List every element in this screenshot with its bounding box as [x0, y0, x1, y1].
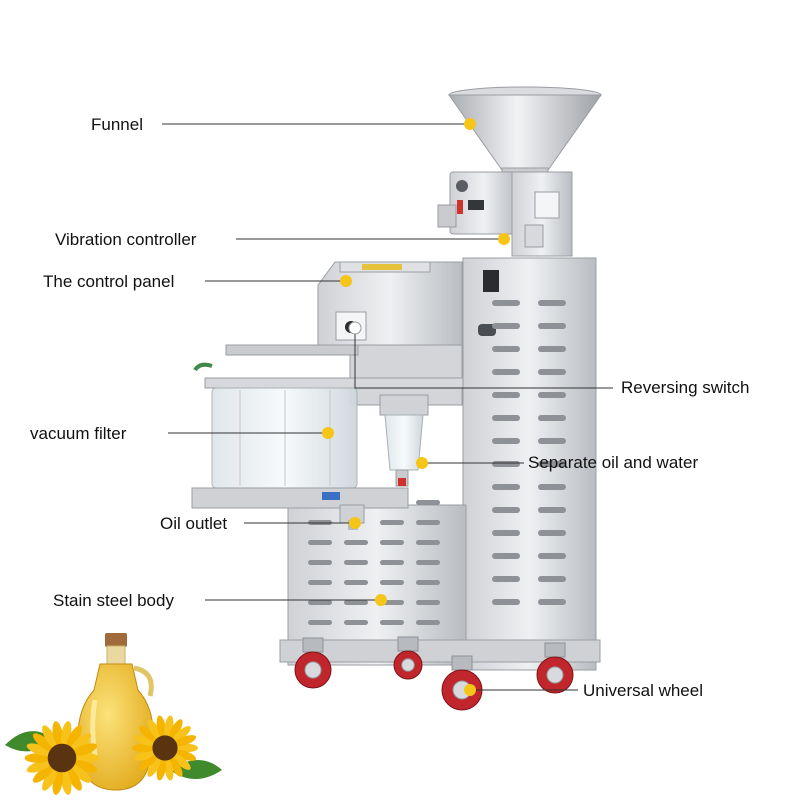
vent-slot — [538, 530, 566, 536]
vent-slot — [492, 323, 520, 329]
vent-slot — [538, 484, 566, 490]
sunflower-icon — [5, 715, 222, 795]
marker-dot-funnel — [464, 118, 476, 130]
vent-slot — [538, 576, 566, 582]
vent-slot — [344, 620, 368, 625]
universal-wheels — [294, 636, 574, 711]
vent-slot — [538, 599, 566, 605]
vent-slot — [416, 560, 440, 565]
label-vibration-controller: Vibration controller — [55, 230, 197, 249]
vent-slot — [492, 300, 520, 306]
vent-slot — [344, 560, 368, 565]
vent-slot — [492, 438, 520, 444]
vent-slot — [492, 392, 520, 398]
vent-slot — [344, 580, 368, 585]
vent-slot — [416, 500, 440, 505]
vent-slot — [538, 438, 566, 444]
label-vacuum-filter: vacuum filter — [30, 424, 127, 443]
vent-slot — [380, 520, 404, 525]
vent-slot — [492, 369, 520, 375]
separator-part — [379, 394, 429, 487]
label-separate-oil-water: Separate oil and water — [528, 453, 699, 472]
vent-slot — [538, 323, 566, 329]
vent-slot — [538, 415, 566, 421]
vent-slot — [416, 620, 440, 625]
vent-slot — [538, 369, 566, 375]
vent-slot — [416, 520, 440, 525]
ventilation-slots — [308, 300, 566, 625]
label-reversing-switch: Reversing switch — [621, 378, 750, 397]
marker-dot-vacuum-filter — [322, 427, 334, 439]
vent-slot — [308, 540, 332, 545]
vent-slot — [380, 560, 404, 565]
upper-housing — [437, 171, 573, 257]
vent-slot — [492, 484, 520, 490]
vent-slot — [344, 540, 368, 545]
vent-slot — [538, 507, 566, 513]
vent-slot — [380, 540, 404, 545]
vent-slot — [492, 576, 520, 582]
vent-slot — [416, 580, 440, 585]
vent-slot — [308, 560, 332, 565]
label-funnel: Funnel — [91, 115, 143, 134]
funnel-part — [448, 86, 602, 181]
vent-slot — [308, 580, 332, 585]
vent-slot — [538, 300, 566, 306]
marker-dot-vibration-controller — [498, 233, 510, 245]
vent-slot — [492, 461, 520, 467]
marker-dot-reversing-switch — [348, 321, 362, 335]
vent-slot — [538, 392, 566, 398]
vent-slot — [380, 620, 404, 625]
label-universal-wheel: Universal wheel — [583, 681, 703, 700]
vent-slot — [492, 553, 520, 559]
vent-slot — [492, 346, 520, 352]
marker-dot-oil-outlet — [349, 517, 361, 529]
marker-dot-body — [375, 594, 387, 606]
marker-dot-separator — [416, 457, 428, 469]
right-cabinet — [462, 257, 597, 671]
vent-slot — [344, 600, 368, 605]
vent-slot — [380, 580, 404, 585]
vent-slot — [492, 415, 520, 421]
vent-slot — [308, 620, 332, 625]
vent-slot — [538, 461, 566, 467]
label-control-panel: The control panel — [43, 272, 175, 291]
vent-slot — [492, 507, 520, 513]
marker-dots — [322, 118, 510, 696]
vent-slot — [492, 599, 520, 605]
vent-slot — [308, 600, 332, 605]
vent-slot — [416, 540, 440, 545]
leader-lines — [162, 123, 613, 691]
vacuum-filter-part — [191, 344, 464, 509]
label-oil-outlet: Oil outlet — [160, 514, 228, 533]
vent-slot — [416, 600, 440, 605]
vent-slot — [538, 346, 566, 352]
marker-dot-wheel — [464, 684, 476, 696]
vent-slot — [538, 553, 566, 559]
marker-dot-control-panel — [340, 275, 352, 287]
vent-slot — [492, 530, 520, 536]
label-body: Stain steel body — [53, 591, 174, 610]
